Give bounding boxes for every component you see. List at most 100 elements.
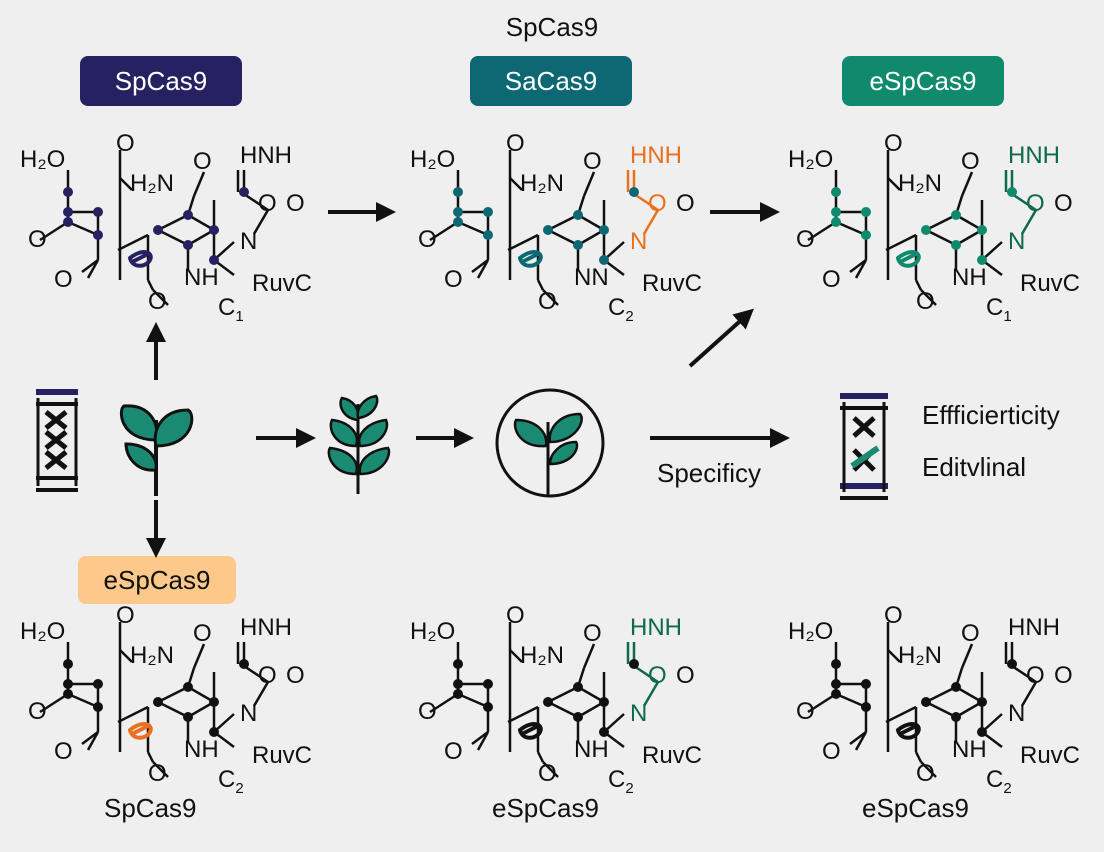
molecule-label-o-top: O <box>116 130 135 157</box>
molecule-label-o-mid: O <box>583 620 602 647</box>
molecule-label-c: C1 <box>218 296 244 324</box>
molecule-label-o-bm: O <box>538 288 557 315</box>
badge-spcas9: SpCas9 <box>80 56 242 106</box>
plant-circle-icon <box>495 388 605 498</box>
molecule-label-o-right: O <box>648 662 667 689</box>
molecule-label-o-bl: O <box>54 266 73 293</box>
molecule-label-h2o: H₂O <box>410 146 456 173</box>
molecule-label-c-text: C <box>218 766 236 793</box>
molecule-label-h2o: H₂O <box>20 146 66 173</box>
molecule-label-h2n: H₂N <box>520 170 564 197</box>
molecule-label-nh: NH <box>184 736 219 763</box>
molecule-label-n: N <box>240 700 258 727</box>
molecule-label-o-right: O <box>258 662 277 689</box>
molecule-label-nh: NH <box>952 736 987 763</box>
molecule-label-c: C1 <box>986 296 1012 324</box>
molecule-label-nh: NH <box>574 736 609 763</box>
sprout-icon <box>119 404 194 496</box>
molecule-label-ruvc: RuvC <box>1020 742 1081 769</box>
molecule-structure <box>39 622 270 778</box>
molecule-label-o-right: O <box>1026 662 1045 689</box>
molecule-label-o-mid: O <box>961 148 980 175</box>
diagram-graphics <box>36 202 888 558</box>
molecule-label-o-right2: O <box>1054 662 1073 689</box>
molecule-label-c-text: C <box>608 766 626 793</box>
seedling-icon <box>327 394 391 494</box>
molecule-label-n: N <box>1008 700 1026 727</box>
molecule-label-o-right2: O <box>676 190 695 217</box>
molecule-label-o-top: O <box>506 602 525 629</box>
molecule-label-c-text: C <box>608 294 626 321</box>
molecule-label-o-mid: O <box>193 620 212 647</box>
molecule-label-o-bm: O <box>916 760 935 787</box>
molecule-label-h2n: H₂N <box>520 642 564 669</box>
molecule-structure <box>429 150 660 306</box>
molecule-label-c: C2 <box>608 768 634 796</box>
molecule-structure <box>429 622 660 778</box>
molecule-label-hnh: HNH <box>1008 142 1060 169</box>
molecule-label-c-subscript: 2 <box>625 307 634 325</box>
molecule-label-ruvc: RuvC <box>1020 270 1081 297</box>
efficiency-label: Effficierticity <box>922 400 1060 430</box>
page-title: SpCas9 <box>505 12 599 42</box>
molecule-label-hnh: HNH <box>630 614 682 641</box>
molecule-label-o-left: O <box>796 226 815 253</box>
molecule-label-o-left: O <box>418 226 437 253</box>
molecule-label-n: N <box>1008 228 1026 255</box>
molecule-label-hnh: HNH <box>240 142 292 169</box>
molecule-label-o-left: O <box>28 698 47 725</box>
molecule-label-o-bl: O <box>444 738 463 765</box>
molecule-label-o-left: O <box>28 226 47 253</box>
molecule-label-h2o: H₂O <box>20 618 66 645</box>
molecule-label-c-subscript: 2 <box>235 779 244 797</box>
molecule-label-o-right2: O <box>1054 190 1073 217</box>
dna-mismatch-icon-left <box>36 389 78 492</box>
molecule-label-c-text: C <box>986 294 1004 321</box>
bottom-name-left: SpCas9 <box>104 793 197 823</box>
molecule-label-c: C2 <box>608 296 634 324</box>
molecule-structure <box>39 150 270 306</box>
molecule-label-c-text: C <box>218 294 236 321</box>
molecule-label-ruvc: RuvC <box>252 270 313 297</box>
molecule-label-c-text: C <box>986 766 1004 793</box>
badge-espcas9-bottom: eSpCas9 <box>78 556 236 604</box>
molecule-label-o-bl: O <box>822 738 841 765</box>
molecule-label-c-subscript: 2 <box>625 779 634 797</box>
molecule-label-c-subscript: 2 <box>1003 779 1012 797</box>
molecule-label-o-mid: O <box>583 148 602 175</box>
molecule-structure <box>807 622 1038 778</box>
molecule-label-o-bm: O <box>148 288 167 315</box>
molecule-label-o-bl: O <box>54 738 73 765</box>
molecule-label-o-bl: O <box>444 266 463 293</box>
bottom-name-right: eSpCas9 <box>862 793 969 823</box>
bottom-name-center: eSpCas9 <box>492 793 599 823</box>
molecule-label-hnh: HNH <box>630 142 682 169</box>
molecule-label-ruvc: RuvC <box>642 742 703 769</box>
molecule-label-o-bm: O <box>148 760 167 787</box>
molecule-label-o-right2: O <box>286 190 305 217</box>
molecule-label-o-mid: O <box>961 620 980 647</box>
molecule-label-nh: NH <box>184 264 219 291</box>
molecule-label-o-left: O <box>796 698 815 725</box>
molecule-label-h2n: H₂N <box>130 170 174 197</box>
molecule-label-h2o: H₂O <box>410 618 456 645</box>
molecule-label-o-right: O <box>258 190 277 217</box>
molecule-label-ruvc: RuvC <box>252 742 313 769</box>
molecule-label-h2n: H₂N <box>898 170 942 197</box>
specificity-label: Specificy <box>657 458 762 488</box>
molecule-label-o-right: O <box>1026 190 1045 217</box>
arrow-diagonal <box>688 308 754 368</box>
dna-edit-icon-right <box>840 393 888 500</box>
molecule-label-h2n: H₂N <box>130 642 174 669</box>
molecule-label-o-bm: O <box>538 760 557 787</box>
badge-espcas9-top: eSpCas9 <box>842 56 1004 106</box>
molecule-label-ruvc: RuvC <box>642 270 703 297</box>
editing-label: Editvlinal <box>922 452 1027 482</box>
molecule-label-c-subscript: 1 <box>235 307 244 325</box>
molecule-label-nh: NH <box>952 264 987 291</box>
